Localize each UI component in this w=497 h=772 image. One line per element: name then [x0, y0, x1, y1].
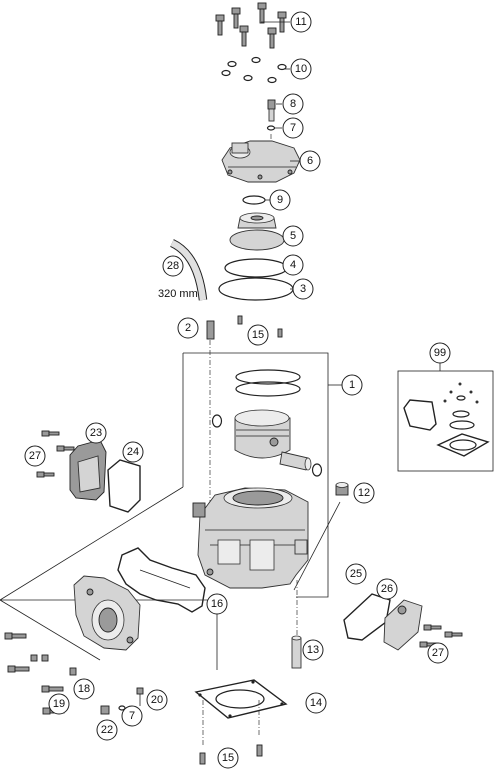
- callout-16: 16: [206, 593, 228, 615]
- callout-28: 28: [162, 255, 184, 277]
- callout-15-upper: 15: [247, 324, 269, 346]
- svg-text:7: 7: [129, 710, 135, 722]
- dowel-pins-upper: [237, 315, 283, 338]
- svg-text:9: 9: [277, 194, 283, 206]
- breather-hose: 320 mm: [158, 239, 208, 301]
- svg-text:1: 1: [349, 379, 355, 391]
- svg-text:7: 7: [290, 122, 296, 134]
- cylinder: [192, 487, 309, 589]
- svg-text:3: 3: [300, 283, 306, 295]
- svg-text:25: 25: [350, 568, 362, 580]
- callout-18: 18: [73, 678, 95, 700]
- leader-lines: [261, 21, 441, 371]
- stud-2: [206, 320, 215, 510]
- callout-19: 19: [48, 693, 70, 715]
- callout-2: 2: [177, 317, 199, 339]
- callout-27-right: 27: [427, 642, 449, 664]
- svg-text:20: 20: [151, 694, 163, 706]
- callout-14: 14: [305, 692, 327, 714]
- svg-text:22: 22: [101, 724, 113, 736]
- svg-text:27: 27: [29, 450, 41, 462]
- callout-7-lower: 7: [121, 705, 143, 727]
- callout-20: 20: [146, 689, 168, 711]
- svg-text:99: 99: [434, 347, 446, 359]
- exhaust-cover-left: [36, 430, 141, 513]
- callout-25: 25: [345, 563, 367, 585]
- svg-text:23: 23: [90, 427, 102, 439]
- svg-text:16: 16: [211, 598, 223, 610]
- o-ring-3: [218, 277, 294, 301]
- svg-text:18: 18: [78, 683, 90, 695]
- callout-10: 10: [290, 58, 312, 80]
- svg-text:10: 10: [295, 63, 307, 75]
- nut-12: [335, 482, 349, 496]
- o-ring-9: [242, 195, 266, 205]
- svg-text:14: 14: [310, 697, 322, 709]
- svg-text:5: 5: [290, 230, 296, 242]
- callout-7: 7: [282, 117, 304, 139]
- callout-23: 23: [85, 422, 107, 444]
- exhaust-cover-right: [343, 593, 463, 651]
- stud-13: [291, 580, 302, 669]
- callout-4: 4: [282, 254, 304, 276]
- svg-text:13: 13: [307, 644, 319, 656]
- callout-9: 9: [269, 189, 291, 211]
- callout-11: 11: [290, 11, 312, 33]
- callout-13: 13: [302, 639, 324, 661]
- dowel-pins-lower: [199, 700, 263, 765]
- callout-99: 99: [429, 342, 451, 364]
- svg-text:6: 6: [307, 155, 313, 167]
- intake-manifold: [73, 575, 141, 651]
- combustion-insert: [229, 212, 285, 251]
- callout-12: 12: [353, 482, 375, 504]
- callout-15-lower: 15: [217, 747, 239, 769]
- callout-22: 22: [96, 719, 118, 741]
- svg-text:26: 26: [381, 583, 393, 595]
- callout-5: 5: [282, 225, 304, 247]
- assembly-frame: [0, 352, 342, 670]
- svg-text:12: 12: [358, 487, 370, 499]
- head-washers: [221, 56, 287, 84]
- piston-set: [211, 369, 323, 477]
- hose-length-label: 320 mm: [158, 288, 198, 300]
- svg-text:2: 2: [185, 322, 191, 334]
- o-ring-4: [224, 258, 288, 278]
- svg-text:15: 15: [222, 752, 234, 764]
- svg-text:11: 11: [295, 16, 306, 28]
- callout-1: 1: [341, 374, 363, 396]
- svg-text:4: 4: [290, 259, 296, 271]
- cylinder-head: [221, 140, 301, 183]
- svg-text:15: 15: [252, 329, 264, 341]
- svg-text:8: 8: [290, 98, 296, 110]
- head-bolts: [215, 2, 287, 49]
- intake-gasket-16: [117, 547, 206, 613]
- callout-8: 8: [282, 93, 304, 115]
- callout-26: 26: [376, 578, 398, 600]
- callout-6: 6: [299, 150, 321, 172]
- svg-text:19: 19: [53, 698, 65, 710]
- svg-text:28: 28: [167, 260, 179, 272]
- callout-24: 24: [122, 441, 144, 463]
- base-gasket-14: [194, 679, 288, 719]
- callout-27-left: 27: [24, 445, 46, 467]
- lower-left-bolts: [4, 632, 144, 715]
- callout-3: 3: [292, 278, 314, 300]
- svg-text:24: 24: [127, 446, 139, 458]
- gasket-set-box: [397, 370, 494, 472]
- svg-text:27: 27: [432, 647, 444, 659]
